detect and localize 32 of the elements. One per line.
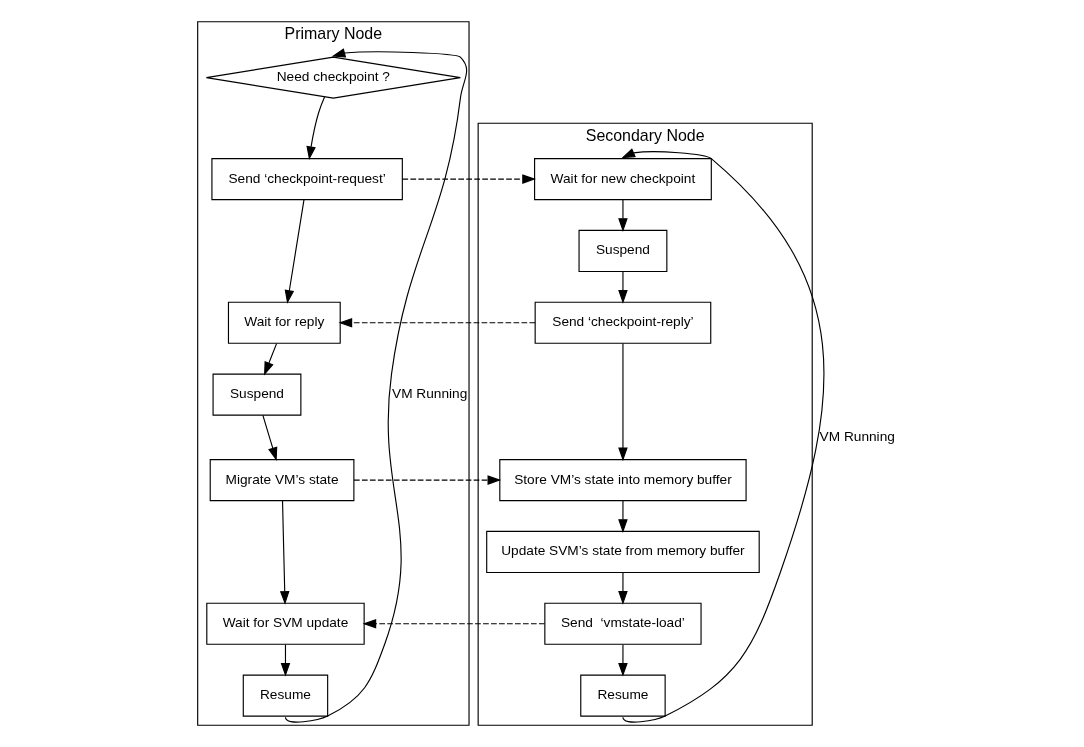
node-box: Wait for reply xyxy=(227,301,341,344)
arrow xyxy=(264,343,278,376)
node-box: Resume xyxy=(580,674,666,717)
arrow xyxy=(362,618,546,629)
arrow xyxy=(618,199,628,232)
arrow xyxy=(353,475,502,485)
node-box: Send ‘vmstate-load’ xyxy=(544,602,702,645)
node-box: Store VM’s state into memory buffer xyxy=(499,459,747,502)
arrow xyxy=(618,572,628,605)
node-box: Send ‘checkpoint-request’ xyxy=(211,158,403,201)
node-box: Wait for SVM update xyxy=(206,602,365,645)
arrow xyxy=(618,644,628,677)
arrow xyxy=(306,96,326,161)
node-box: Suspend xyxy=(212,373,302,416)
node-box: Resume xyxy=(242,674,329,717)
arrow xyxy=(618,342,628,462)
arrow xyxy=(284,199,305,304)
node-box: Migrate VM’s state xyxy=(209,459,355,502)
node-box: Update SVM’s state from memory buffer xyxy=(486,530,760,574)
edge-label: VM Running xyxy=(392,386,468,402)
node-box: Suspend xyxy=(578,229,668,273)
node-diamond: Need checkpoint ? xyxy=(205,56,461,99)
arrow xyxy=(618,500,628,533)
arrow xyxy=(338,317,536,328)
arrow xyxy=(618,271,628,304)
arrow xyxy=(279,500,290,605)
arrow xyxy=(280,644,291,677)
arrow xyxy=(262,414,278,462)
arrow xyxy=(401,174,536,184)
edge-label: VM Running xyxy=(819,428,895,444)
node-box: Wait for new checkpoint xyxy=(534,158,712,201)
node-box: Send ‘checkpoint-reply’ xyxy=(534,301,712,344)
